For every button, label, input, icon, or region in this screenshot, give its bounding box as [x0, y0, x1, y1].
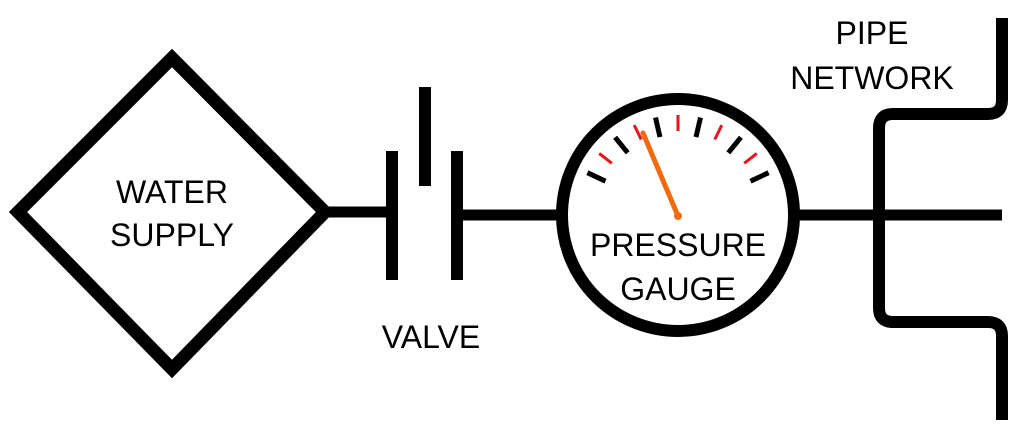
gauge-major-tick	[613, 135, 630, 155]
water-supply-node: WATER SUPPLY	[8, 48, 335, 379]
gauge-major-tick	[653, 117, 663, 138]
water-supply-diamond-icon	[8, 48, 335, 379]
valve-node: VALVE	[382, 87, 480, 355]
gauge-major-tick	[749, 170, 770, 184]
gauge-minor-tick	[743, 152, 758, 165]
gauge-minor-tick	[598, 152, 613, 165]
pipe-network-label-line1: PIPE	[836, 15, 909, 51]
valve-icon	[386, 87, 463, 280]
gauge-major-tick	[726, 135, 743, 155]
gauge-needle	[640, 130, 681, 219]
gauge-needle-hub	[674, 212, 682, 220]
gauge-minor-tick	[632, 124, 643, 141]
pipe-network-node: PIPE NETWORK	[790, 15, 1008, 420]
pipe-network-label-line2: NETWORK	[790, 60, 954, 96]
gauge-minor-tick	[713, 124, 724, 141]
water-supply-label-line1: WATER	[116, 174, 228, 210]
gauge-tick-marks	[586, 115, 770, 184]
gauge-major-tick	[586, 170, 607, 184]
connector-lines	[325, 206, 1002, 221]
pressure-gauge-label-line2: GAUGE	[620, 271, 736, 307]
valve-label: VALVE	[382, 319, 480, 355]
water-supply-label-line2: SUPPLY	[110, 217, 234, 253]
pipe-network-icon	[873, 18, 1008, 420]
gauge-major-tick	[693, 117, 703, 138]
pressure-gauge-label-line1: PRESSURE	[590, 227, 766, 263]
pressure-gauge-node: PRESSURE GAUGE	[556, 93, 800, 337]
